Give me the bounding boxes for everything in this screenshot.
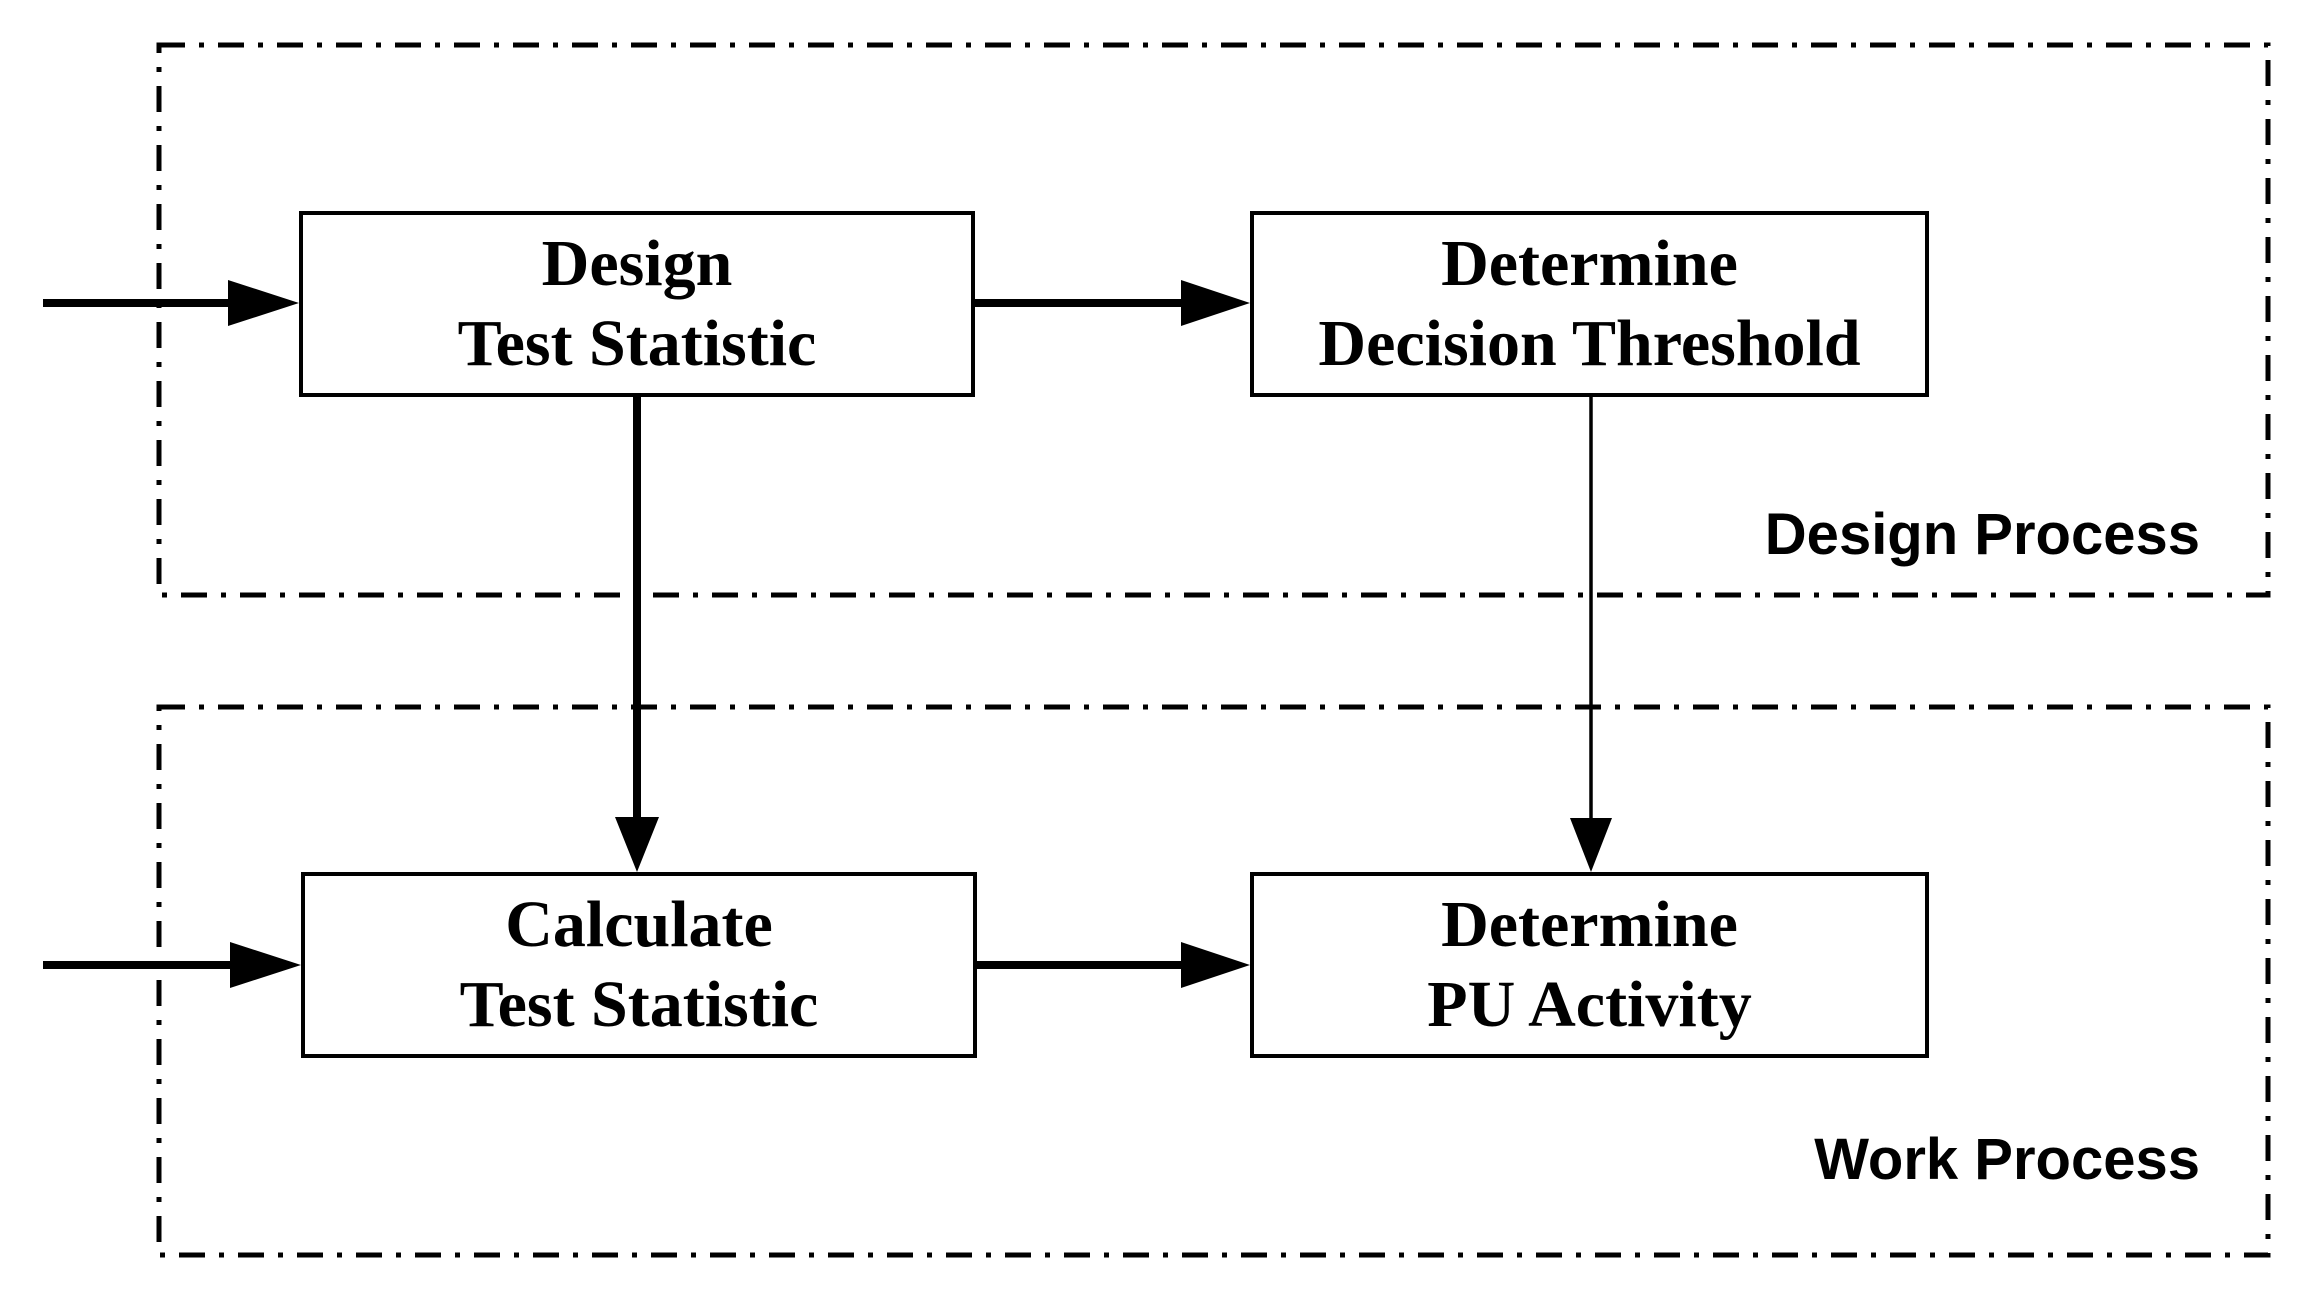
arrow-design-to-calculate — [615, 395, 659, 872]
determine-decision-threshold-box: Determine Decision Threshold — [1250, 211, 1929, 397]
design-test-statistic-box: Design Test Statistic — [299, 211, 975, 397]
arrow-design-to-threshold — [975, 280, 1250, 326]
determine-decision-threshold-label: Determine Decision Threshold — [1318, 227, 1861, 380]
arrow-input-design-test — [43, 280, 299, 326]
arrow-calculate-to-pu — [977, 942, 1250, 988]
design-test-statistic-label: Design Test Statistic — [457, 227, 817, 380]
arrow-input-calculate-test — [43, 942, 301, 988]
calculate-test-statistic-label: Calculate Test Statistic — [459, 888, 819, 1041]
design-process-border — [156, 42, 2271, 598]
work-process-border — [156, 704, 2271, 1258]
design-process-label: Design Process — [1764, 502, 2200, 567]
determine-pu-activity-box: Determine PU Activity — [1250, 872, 1929, 1058]
arrow-threshold-to-pu — [1570, 397, 1612, 872]
work-process-label: Work Process — [1814, 1127, 2200, 1192]
calculate-test-statistic-box: Calculate Test Statistic — [301, 872, 977, 1058]
determine-pu-activity-label: Determine PU Activity — [1427, 888, 1752, 1041]
